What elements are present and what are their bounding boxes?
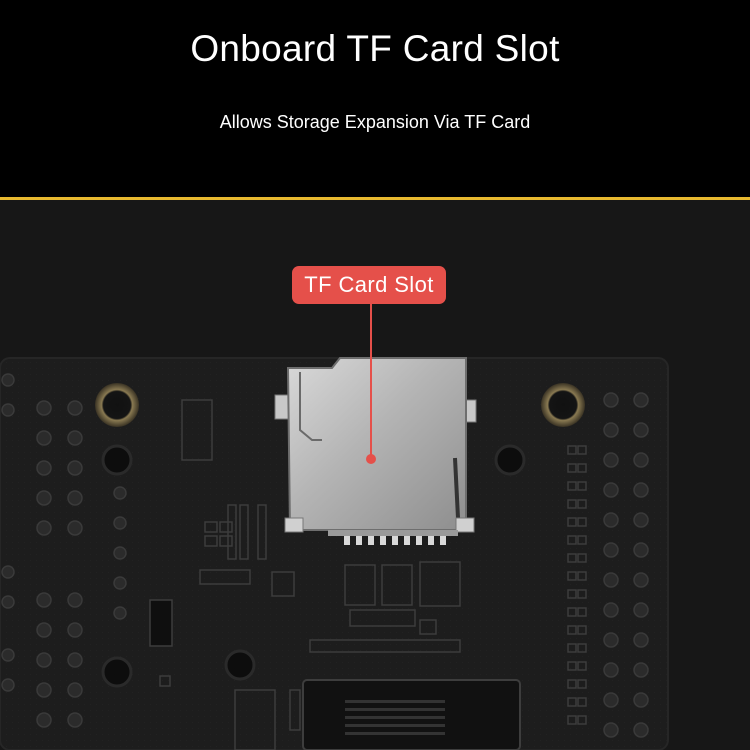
left-pin-header xyxy=(1,373,127,728)
soc-chip xyxy=(302,679,521,750)
header: Onboard TF Card Slot Allows Storage Expa… xyxy=(0,0,750,197)
page-title: Onboard TF Card Slot xyxy=(190,28,560,69)
pcb-board-photo xyxy=(0,200,750,750)
tf-card-slot-callout: TF Card Slot xyxy=(292,266,446,304)
divider-line xyxy=(0,197,750,200)
callout-dot xyxy=(366,454,376,464)
right-pin-header xyxy=(603,392,649,738)
tf-card-slot xyxy=(274,357,477,545)
page-subtitle: Allows Storage Expansion Via TF Card xyxy=(219,112,531,132)
